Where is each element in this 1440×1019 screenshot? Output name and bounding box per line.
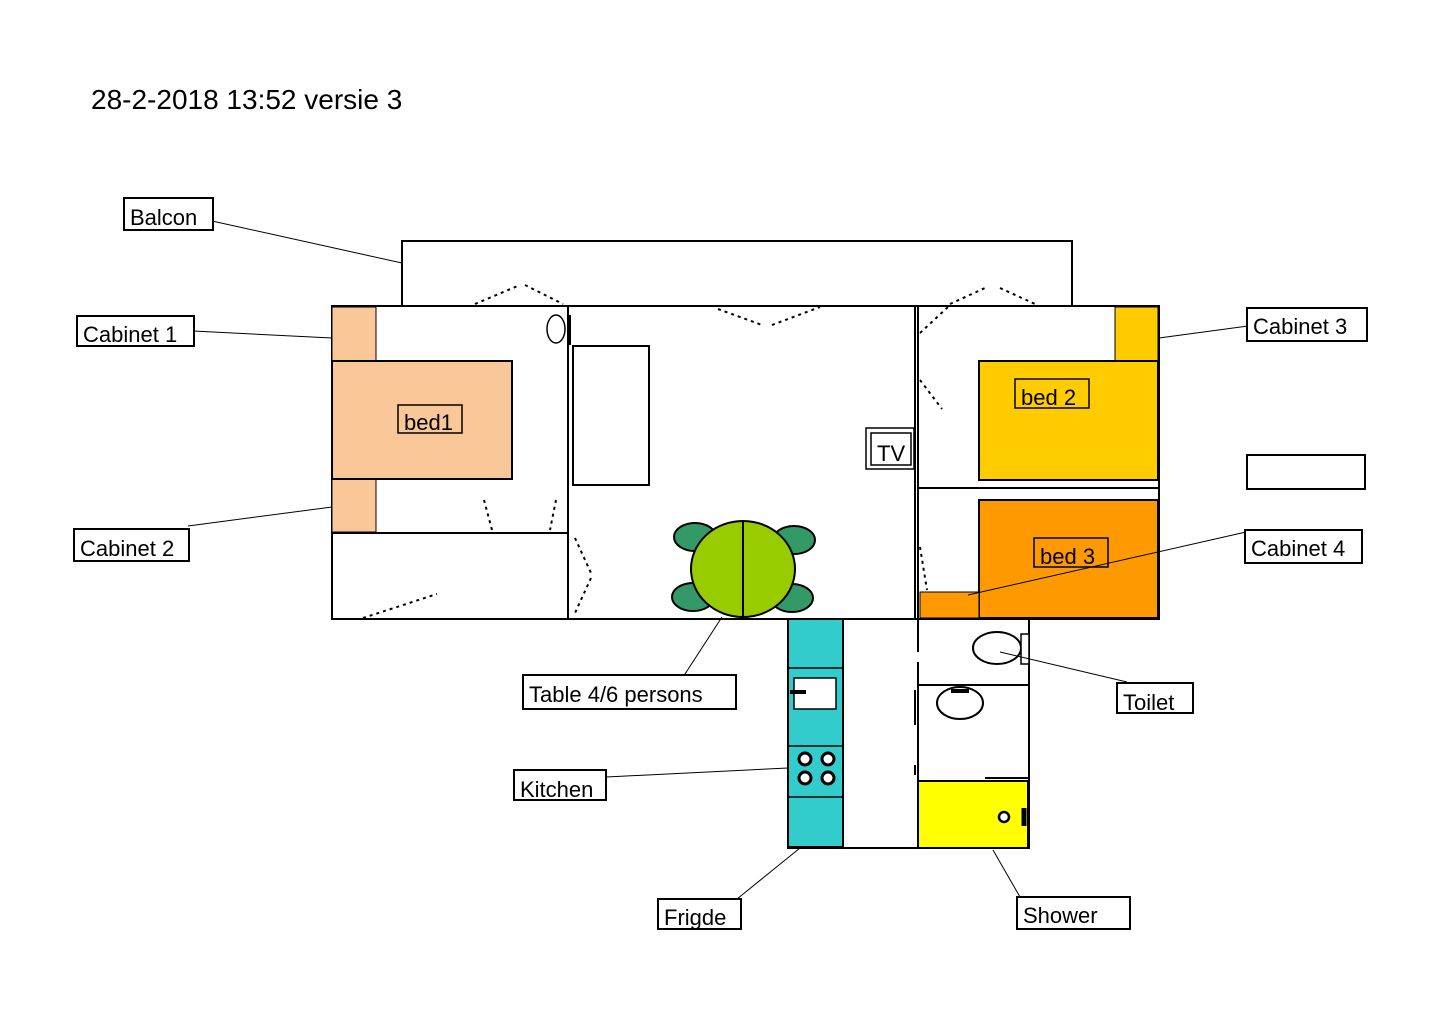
tv-label: TV xyxy=(877,441,905,466)
tv-inner xyxy=(870,432,912,466)
toilet-label-box xyxy=(1116,682,1194,714)
bed1-label: bed1 xyxy=(404,410,453,435)
balcon-label-box xyxy=(123,197,214,231)
bed2-label: bed 2 xyxy=(1021,385,1076,410)
blank-label-box xyxy=(1246,454,1366,490)
cabinet4-label-box xyxy=(1244,529,1363,564)
cabinet1-label: Cabinet 1 xyxy=(83,322,177,347)
table-label-box xyxy=(522,674,737,710)
stove-burners xyxy=(797,751,836,786)
cabinet1-label-box xyxy=(76,315,195,347)
cabinet2-label: Cabinet 2 xyxy=(80,536,174,561)
bathroom-sink xyxy=(936,686,984,720)
kitchen-counter xyxy=(787,618,844,848)
shower-label-box xyxy=(1016,896,1131,930)
dining-table-group xyxy=(671,520,816,618)
table-label: Table 4/6 persons xyxy=(529,682,703,707)
cabinet4 xyxy=(919,591,980,619)
leader-lines xyxy=(187,220,1249,900)
toilet-tank xyxy=(1020,633,1030,665)
fridge-label-box xyxy=(657,898,742,930)
balcon-label: Balcon xyxy=(130,205,197,230)
door-swings xyxy=(362,284,1036,763)
sofa xyxy=(572,345,650,486)
kitchen-label: Kitchen xyxy=(520,777,593,802)
toilet-bowl xyxy=(972,631,1022,665)
kitchen-label-box xyxy=(513,769,607,801)
bed2 xyxy=(978,360,1159,481)
cabinet3 xyxy=(1114,306,1159,362)
toilet-label: Toilet xyxy=(1123,690,1174,715)
bed3-label: bed 3 xyxy=(1040,544,1095,569)
shower-drain xyxy=(997,810,1011,824)
wall-lamp xyxy=(546,314,566,344)
cabinet4-label: Cabinet 4 xyxy=(1251,536,1345,561)
balcony xyxy=(401,240,1073,307)
cabinet1 xyxy=(331,306,377,362)
bed1-label-box xyxy=(397,404,463,434)
bed2-label-box xyxy=(1014,378,1090,409)
plan-title: 28-2-2018 13:52 versie 3 xyxy=(91,84,403,115)
shower xyxy=(917,780,1029,849)
shower-label: Shower xyxy=(1023,903,1098,928)
bed1 xyxy=(331,360,513,480)
bed3-label-box xyxy=(1033,537,1109,568)
cabinet3-label-box xyxy=(1246,307,1368,342)
cabinet2-label-box xyxy=(73,528,190,562)
cabinet3-label: Cabinet 3 xyxy=(1253,314,1347,339)
fridge-label: Frigde xyxy=(664,905,726,930)
cabinet2 xyxy=(331,478,377,533)
